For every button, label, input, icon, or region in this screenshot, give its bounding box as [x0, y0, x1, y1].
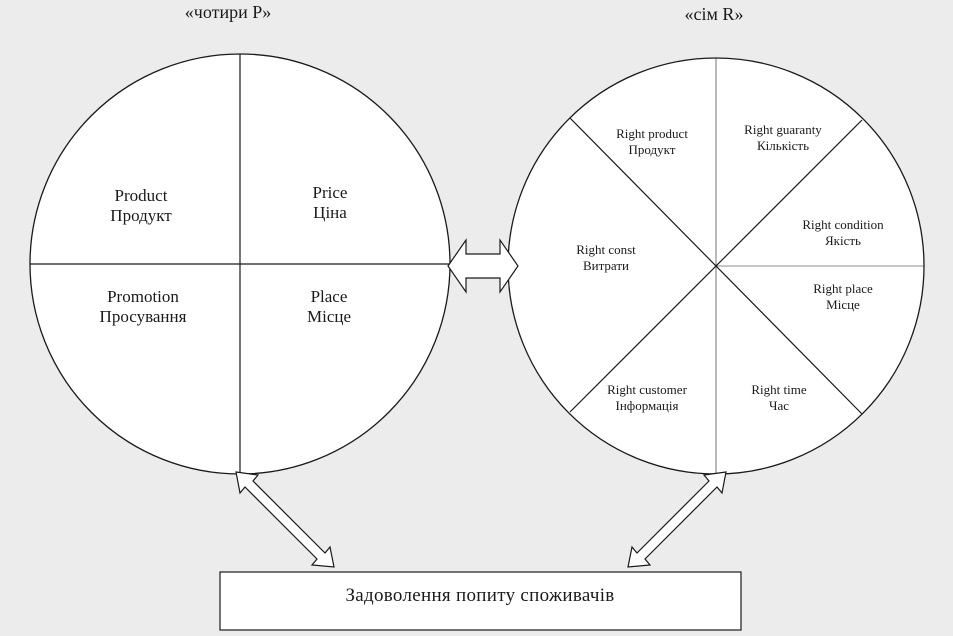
seven-r-right-product-en: Right product [616, 126, 688, 141]
four-p-price-uk: Ціна [313, 203, 347, 223]
four-p-place-en: Place [310, 287, 348, 306]
seven-r-right-product-uk: Продукт [628, 141, 676, 157]
seven-r-right-customer: Right customer Інформація [607, 382, 687, 413]
seven-r-right-guaranty-en: Right guaranty [744, 122, 822, 137]
left-arrow-to-result [235, 471, 335, 568]
result-box-label: Задоволення попиту споживачів [345, 585, 615, 606]
right-arrow-to-result [627, 471, 727, 568]
seven-r-right-condition: Right condition Якість [802, 217, 883, 248]
seven-r-right-guaranty-uk: Кількість [756, 137, 810, 153]
four-p-price: Price Ціна [313, 183, 348, 224]
four-p-promotion-en: Promotion [107, 287, 179, 306]
four-p-product-uk: Продукт [110, 206, 172, 226]
double-arrow-between-circles [447, 238, 519, 294]
seven-r-right-place-uk: Місце [826, 296, 860, 312]
four-p-place: Place Місце [307, 287, 351, 328]
seven-r-right-time: Right time Час [751, 382, 806, 413]
four-p-place-uk: Місце [306, 307, 352, 327]
seven-r-right-condition-uk: Якість [825, 232, 861, 248]
seven-r-right-place-en: Right place [813, 281, 873, 296]
seven-r-right-place: Right place Місце [813, 281, 873, 312]
seven-r-right-product: Right product Продукт [616, 126, 688, 157]
four-p-product: Product Продукт [110, 186, 171, 227]
four-p-product-en: Product [114, 186, 168, 205]
seven-r-right-customer-en: Right customer [607, 382, 687, 397]
result-box [219, 571, 742, 631]
four-p-price-en: Price [312, 183, 348, 202]
seven-r-right-const-uk: Витрати [582, 257, 630, 273]
seven-r-title: «сім R» [684, 4, 744, 24]
four-p-promotion: Promotion Просування [100, 287, 187, 328]
seven-r-right-condition-en: Right condition [802, 217, 884, 232]
four-p-promotion-uk: Просування [99, 307, 187, 327]
seven-r-right-customer-uk: Інформація [615, 397, 679, 413]
seven-r-right-const: Right const Витрати [576, 242, 636, 273]
four-p-title: «чотири P» [184, 2, 272, 22]
seven-r-diagonal-divider-2 [569, 119, 863, 413]
seven-r-right-guaranty: Right guaranty Кількість [744, 122, 822, 153]
seven-r-right-time-en: Right time [751, 382, 807, 397]
seven-r-right-const-en: Right const [576, 242, 636, 257]
seven-r-right-time-uk: Час [769, 397, 789, 413]
